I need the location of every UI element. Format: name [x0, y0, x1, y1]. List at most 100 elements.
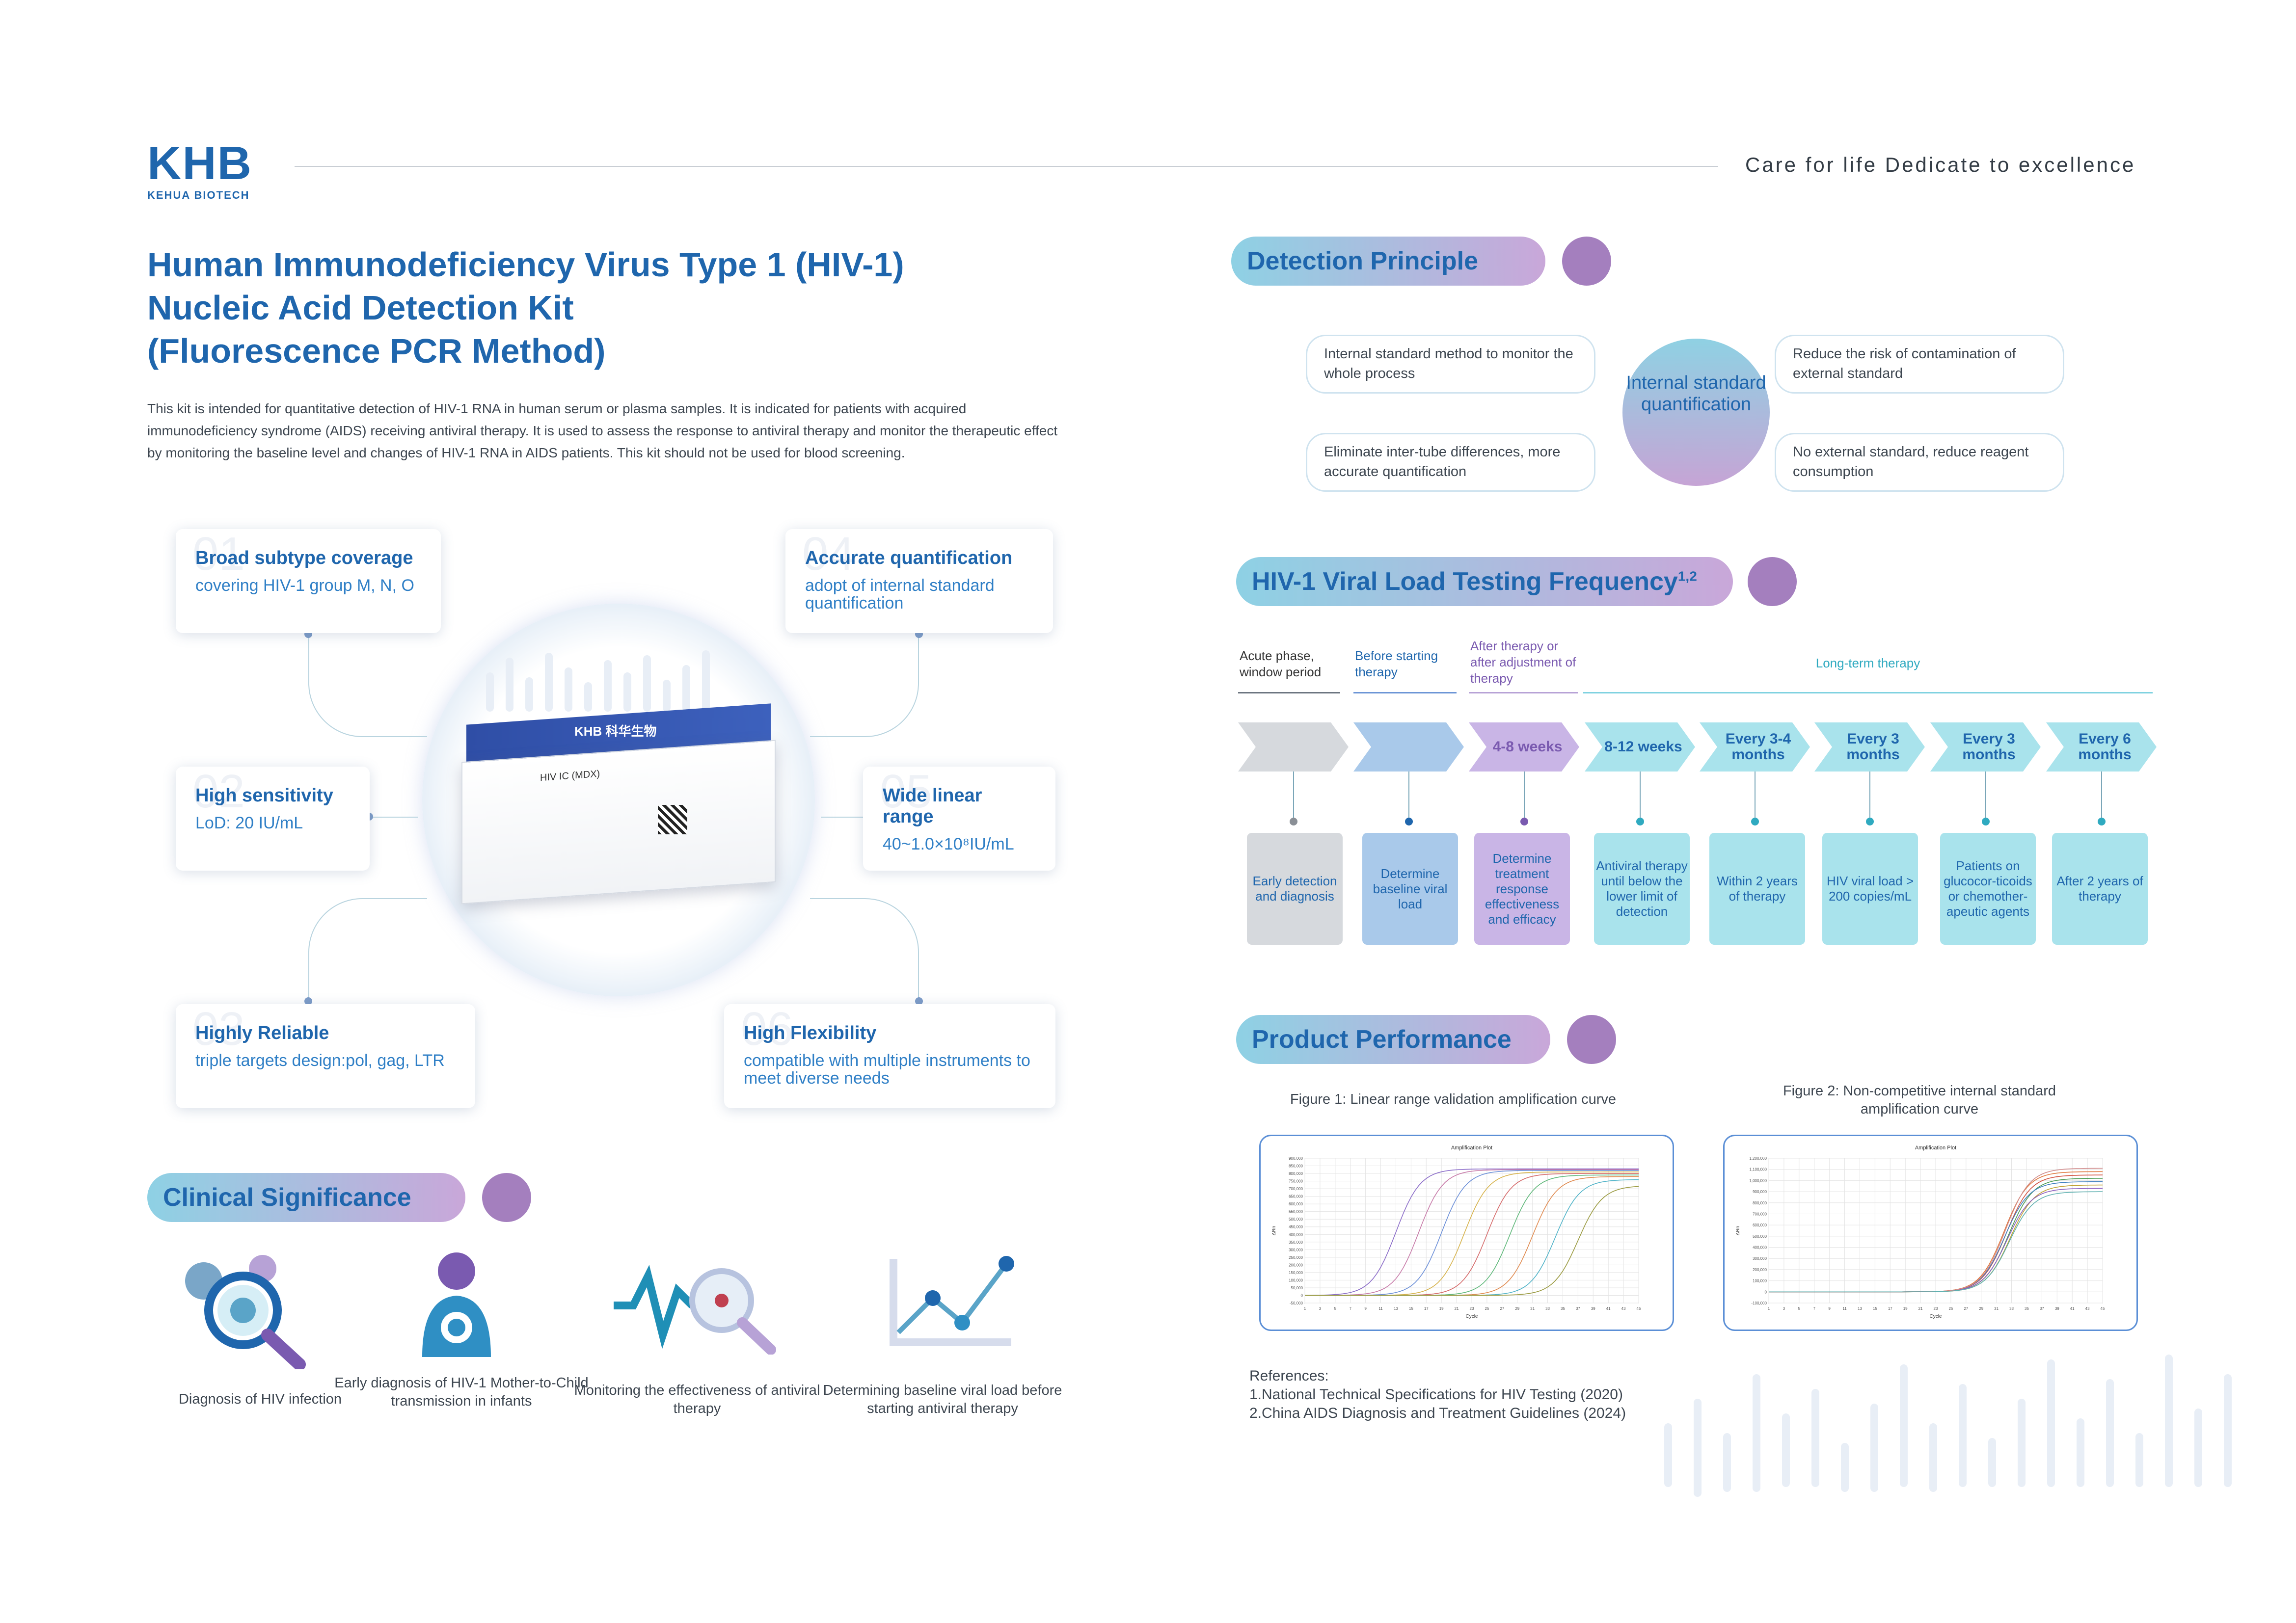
timeline-connector [1408, 772, 1409, 822]
connector-line [810, 634, 919, 737]
x-tick-label: 1 [1304, 1306, 1306, 1311]
y-tick-label: 650,000 [1289, 1195, 1303, 1199]
frequency-heading-text: HIV-1 Viral Load Testing Frequency [1252, 567, 1678, 596]
x-tick-label: 45 [1637, 1306, 1641, 1311]
feature-desc: covering HIV-1 group M, N, O [195, 576, 414, 595]
heading-dot [1567, 1015, 1616, 1064]
timeline-dot [1290, 818, 1297, 825]
x-tick-label: 13 [1394, 1306, 1398, 1311]
logo-mark: KHB [147, 137, 252, 189]
frequency-heading: HIV-1 Viral Load Testing Frequency1,2 [1236, 557, 1733, 606]
mother-child-icon [422, 1252, 491, 1357]
y-tick-label: 450,000 [1289, 1225, 1303, 1229]
x-tick-label: 23 [1934, 1306, 1938, 1311]
x-tick-label: 17 [1424, 1306, 1429, 1311]
references-heading: References: [1249, 1368, 1329, 1384]
feature-desc: adopt of internal standard quantificatio… [805, 576, 995, 612]
feature-title: Wide linear range [883, 785, 982, 827]
x-tick-label: 5 [1334, 1306, 1337, 1311]
y-tick-label: -100,000 [1751, 1301, 1767, 1305]
x-tick-label: 19 [1903, 1306, 1908, 1311]
y-tick-label: 350,000 [1289, 1240, 1303, 1245]
timeline-connector [1640, 772, 1641, 822]
y-tick-label: 150,000 [1289, 1271, 1303, 1275]
frequency-heading-sup: 1,2 [1677, 568, 1697, 584]
series-line [1769, 1191, 2103, 1293]
y-tick-label: 400,000 [1753, 1246, 1767, 1250]
x-tick-label: 43 [2085, 1306, 2090, 1311]
x-tick-label: 27 [1964, 1306, 1968, 1311]
x-axis-label: Cycle [1465, 1314, 1478, 1319]
timeline-box: Patients on glucocor-ticoids or chemothe… [1940, 833, 2036, 945]
feature-number: 03 [192, 1003, 245, 1055]
bar-decoration [486, 643, 731, 712]
y-tick-label: -50,000 [1290, 1301, 1303, 1305]
x-tick-label: 19 [1439, 1306, 1444, 1311]
references: References: 1.National Technical Specifi… [1249, 1367, 1626, 1423]
timeline-box: Antiviral therapy until below the lower … [1594, 833, 1690, 945]
x-tick-label: 13 [1858, 1306, 1862, 1311]
feature-number: 04 [802, 528, 855, 580]
y-tick-label: 200,000 [1289, 1263, 1303, 1267]
x-tick-label: 1 [1768, 1306, 1770, 1311]
x-tick-label: 21 [1918, 1306, 1923, 1311]
heading-dot [482, 1173, 531, 1222]
feature-card: 05 Wide linear range 40~1.0×10⁸IU/mL [863, 765, 1055, 871]
feature-title: High Flexibility [744, 1023, 877, 1043]
trend-chart-icon [890, 1256, 1014, 1346]
timeline-connector [1524, 772, 1525, 822]
x-tick-label: 35 [2025, 1306, 2029, 1311]
x-tick-label: 41 [1606, 1306, 1611, 1311]
figure-caption: Figure 2: Non-competitive internal stand… [1783, 1083, 2056, 1117]
feature-desc: triple targets design:pol, gag, LTR [195, 1051, 445, 1070]
y-tick-label: 800,000 [1753, 1201, 1767, 1205]
y-tick-label: 600,000 [1753, 1223, 1767, 1227]
clinical-label: Early diagnosis of HIV-1 Mother-to-Child… [334, 1375, 589, 1409]
x-tick-label: 31 [1530, 1306, 1535, 1311]
y-tick-label: 300,000 [1753, 1256, 1767, 1261]
phase-underline [1583, 692, 2153, 693]
timeline-dot [1520, 818, 1528, 825]
header-divider [295, 166, 1718, 167]
connector-dot [304, 997, 312, 1005]
clinical-label: Diagnosis of HIV infection [178, 1391, 342, 1407]
series-line [1304, 1169, 1639, 1296]
y-tick-label: 100,000 [1289, 1278, 1303, 1282]
y-tick-label: 1,100,000 [1749, 1168, 1767, 1172]
y-tick-label: 400,000 [1289, 1232, 1303, 1237]
y-tick-label: 900,000 [1289, 1156, 1303, 1161]
feature-title: Broad subtype coverage [195, 548, 413, 568]
timeline-box: Within 2 years of therapy [1709, 833, 1805, 945]
x-tick-label: 41 [2070, 1306, 2075, 1311]
feature-card: 06 High Flexibility compatible with mult… [724, 1003, 1055, 1108]
x-tick-label: 3 [1783, 1306, 1785, 1311]
principle-center: Internal standard quantification [1622, 339, 1770, 486]
x-tick-label: 9 [1364, 1306, 1367, 1311]
y-tick-label: 600,000 [1289, 1202, 1303, 1206]
y-tick-label: 500,000 [1753, 1234, 1767, 1239]
y-axis-label: ΔRn [1271, 1226, 1277, 1235]
timeline-arrow: Every 3 months [1930, 722, 2041, 772]
bar-decoration [1664, 1345, 2234, 1512]
timeline-connector [1755, 772, 1756, 822]
phase-label: Before starting therapy [1355, 648, 1438, 679]
x-tick-label: 11 [1378, 1306, 1383, 1311]
x-tick-label: 29 [1979, 1306, 1983, 1311]
timeline-dot [1866, 818, 1874, 825]
y-tick-label: 1,200,000 [1749, 1156, 1767, 1161]
y-axis-label: ΔRn [1735, 1226, 1741, 1235]
x-tick-label: 7 [1350, 1306, 1352, 1311]
product-box [461, 740, 776, 905]
x-tick-label: 31 [1994, 1306, 1999, 1311]
x-tick-label: 23 [1470, 1306, 1474, 1311]
phase-underline [1469, 692, 1578, 693]
x-tick-label: 25 [1485, 1306, 1489, 1311]
x-tick-label: 37 [2040, 1306, 2044, 1311]
slogan: Care for life Dedicate to excellence [1745, 153, 2136, 176]
x-tick-label: 11 [1842, 1306, 1847, 1311]
feature-title: Accurate quantification [805, 548, 1013, 568]
principle-card: Eliminate inter-tube differences, more a… [1306, 433, 1595, 492]
timeline-box: Early detection and diagnosis [1247, 833, 1343, 945]
y-tick-label: 550,000 [1289, 1210, 1303, 1214]
